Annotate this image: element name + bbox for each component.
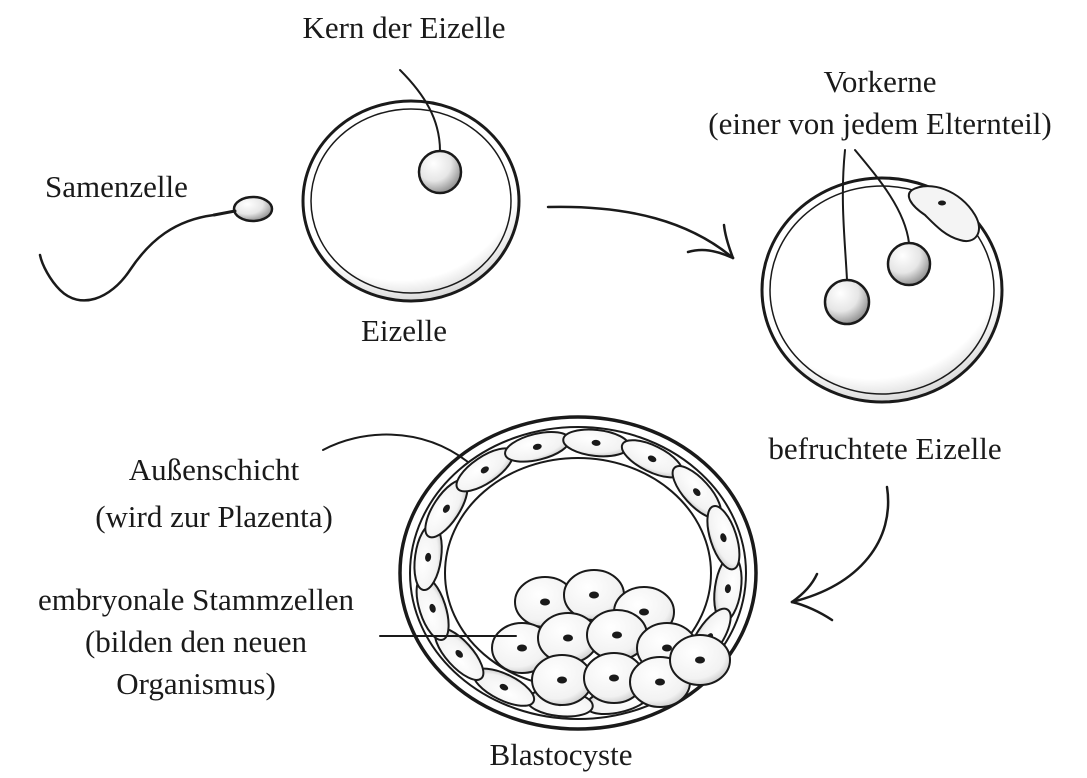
pronucleus-1 (825, 280, 869, 324)
fertilized-egg (762, 178, 1002, 402)
arrow-fertilized-to-blastocyst (792, 487, 888, 620)
pronucleus-2 (888, 243, 930, 285)
outer-layer-leader-line (323, 435, 468, 462)
blastocyst (400, 417, 756, 729)
outer-layer-sublabel: (wird zur Plazenta) (95, 499, 333, 534)
pronuclei-sublabel: (einer von jedem Elternteil) (708, 106, 1051, 141)
egg-label: Eizelle (361, 313, 447, 348)
arrow-egg-to-fertilized (548, 207, 733, 258)
stem-cell (670, 635, 730, 685)
stem-cells-sublabel-1: (bilden den neuen (85, 624, 308, 659)
egg-nucleus-label: Kern der Eizelle (302, 10, 505, 45)
stem-cells-label: embryonale Stammzellen (38, 582, 354, 617)
sperm-label: Samenzelle (45, 169, 188, 204)
sperm-cell (40, 197, 272, 300)
stem-cells-sublabel-2: Organismus) (116, 666, 276, 701)
blastocyst-label: Blastocyste (490, 737, 633, 772)
stem-cell (532, 655, 592, 705)
outer-layer-label: Außenschicht (129, 452, 300, 487)
pronuclei-label: Vorkerne (823, 64, 936, 99)
egg-cell (303, 101, 519, 301)
fertilized-egg-label: befruchtete Eizelle (768, 431, 1001, 466)
egg-nucleus (419, 151, 461, 193)
